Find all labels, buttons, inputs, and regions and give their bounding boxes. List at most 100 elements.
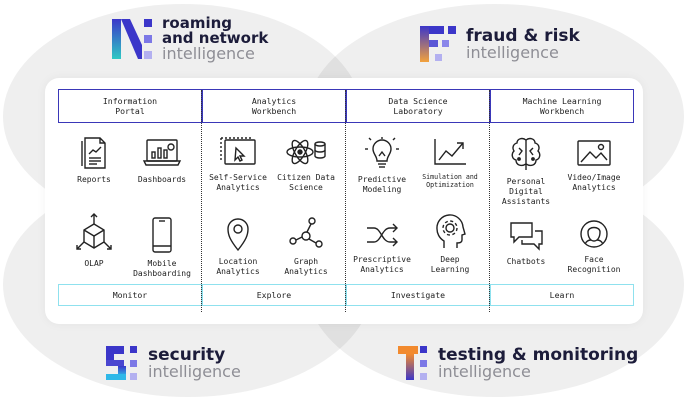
item-label: OLAP — [84, 259, 104, 268]
column-footer-explore: Explore — [202, 284, 346, 306]
footer-label: Explore — [256, 290, 292, 300]
brand-roaming-line1: roaming — [162, 14, 233, 32]
item-label: Predictive — [357, 175, 407, 184]
column-separator — [489, 90, 490, 312]
item-label: Face — [584, 255, 604, 264]
item-label: Digital — [509, 187, 543, 196]
dashboards-icon — [142, 139, 182, 166]
item-label: Prescriptive — [353, 255, 411, 264]
brand-testing-line1: testing & monitoring — [438, 344, 639, 365]
item-label: Recognition — [567, 265, 621, 274]
lightbulb-icon — [365, 137, 399, 168]
item-olap: OLAP — [53, 212, 135, 269]
self-service-icon — [220, 137, 256, 165]
brand-testing-line2: intelligence — [438, 361, 531, 381]
column-separator — [201, 90, 202, 312]
shuffle-icon — [367, 223, 398, 247]
brand-fraud-line1: fraud & risk — [466, 25, 580, 46]
header-line: Machine Learning — [522, 95, 602, 106]
item-label: Deep — [440, 255, 460, 264]
security-logo-icon — [106, 346, 137, 380]
item-label: Reports — [77, 175, 111, 184]
brand-roaming-line2: and network — [162, 29, 269, 47]
item-label: Chatbots — [506, 257, 546, 266]
header-line: Portal — [115, 106, 145, 116]
footer-label: Learn — [549, 290, 575, 300]
image-icon — [577, 140, 611, 166]
head-gear-icon — [436, 214, 466, 248]
brand-testing: testing & monitoring intelligence — [396, 344, 638, 382]
item-label: Graph — [293, 257, 319, 266]
brand-fraud: fraud & risk intelligence — [418, 24, 580, 64]
item-label: Dashboards — [137, 175, 187, 184]
item-label: Modeling — [362, 185, 402, 194]
brain-icon — [511, 137, 541, 170]
graph-network-icon — [289, 217, 323, 248]
item-label: Assistants — [501, 197, 551, 206]
item-label: Simulation and — [422, 173, 478, 181]
brand-roaming-line3: intelligence — [162, 44, 255, 63]
header-line: Workbench — [251, 106, 297, 116]
olap-cube-icon — [76, 213, 112, 250]
item-label: Learning — [430, 265, 470, 274]
brand-security-line2: intelligence — [148, 361, 241, 381]
mobile-icon — [152, 217, 172, 253]
atom-database-icon — [286, 139, 326, 165]
footer-label: Investigate — [390, 290, 446, 300]
testing-logo-icon — [398, 346, 427, 380]
item-dashboards: Dashboards — [121, 136, 203, 185]
item-label: Dashboarding — [133, 269, 191, 278]
item-label: Location — [218, 257, 258, 266]
brand-fraud-line2: intelligence — [466, 42, 559, 62]
column-footer-investigate: Investigate — [346, 284, 490, 306]
trend-chart-icon — [434, 139, 466, 165]
header-line: Data Science — [388, 95, 448, 106]
header-line: Information — [102, 95, 158, 106]
reports-icon — [81, 137, 106, 169]
item-label: Analytics — [572, 183, 616, 192]
item-label: Video/Image — [567, 173, 621, 182]
item-label: Analytics — [216, 267, 260, 276]
item-label: Optimization — [426, 181, 474, 190]
item-chatbots: Chatbots — [485, 220, 567, 267]
fraud-logo-icon — [420, 26, 456, 62]
item-label: Citizen Data — [277, 173, 335, 182]
brand-security: security intelligence — [104, 344, 241, 382]
location-pin-icon — [227, 218, 249, 252]
roaming-logo-icon — [112, 19, 152, 59]
item-reports: Reports — [53, 136, 135, 185]
column-footer-monitor: Monitor — [58, 284, 202, 306]
footer-label: Monitor — [112, 290, 148, 300]
header-line: Analytics — [251, 95, 297, 106]
item-label: Analytics — [284, 267, 328, 276]
column-footer-learn: Learn — [490, 284, 634, 306]
item-label: Self-Service — [209, 173, 267, 182]
brand-security-line1: security — [148, 344, 226, 365]
item-label: Analytics — [216, 183, 260, 192]
face-icon — [580, 220, 608, 248]
item-label: Analytics — [360, 265, 404, 274]
item-label: Mobile — [147, 259, 177, 268]
column-separator — [345, 90, 346, 312]
